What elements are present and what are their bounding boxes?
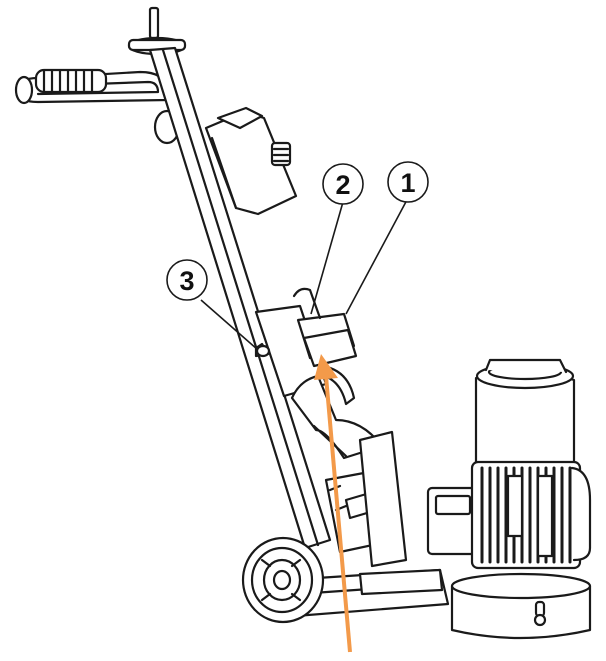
- orange-pointer-arrow: [314, 354, 352, 653]
- handle-grip: [34, 68, 108, 94]
- callout-1-label: 1: [400, 168, 415, 198]
- top-knob: [127, 6, 187, 56]
- callout-leaders: [200, 197, 409, 351]
- callout-3: 3: [166, 259, 208, 301]
- handle-bar: [14, 68, 181, 145]
- main-column: [148, 46, 332, 550]
- motor: [426, 358, 592, 570]
- callout-1: 1: [387, 161, 429, 203]
- callout-3-label: 3: [179, 266, 194, 296]
- callout-2-label: 2: [335, 170, 350, 200]
- lower-frame: [290, 374, 408, 568]
- rear-wheel: [241, 536, 325, 624]
- control-box: [204, 106, 298, 216]
- callout-2: 2: [322, 163, 364, 205]
